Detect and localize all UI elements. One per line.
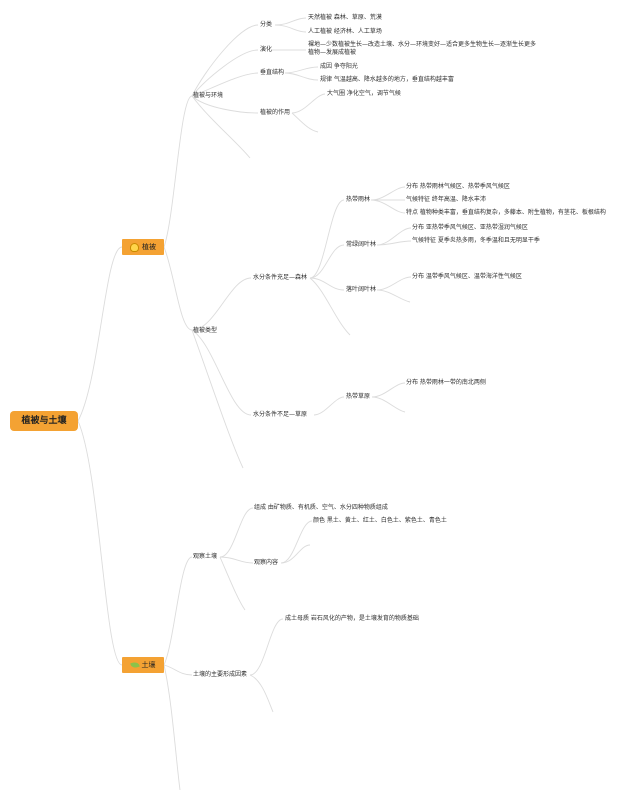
node-parent-material[interactable]: 成土母质 岩石风化的产物，是土壤发育的物质基础 xyxy=(285,615,419,622)
node-deciduous-dist[interactable]: 分布 温带季风气候区、温带海洋性气候区 xyxy=(412,273,522,280)
branch-soil-label: 土壤 xyxy=(141,661,156,669)
node-rainforest-dist[interactable]: 分布 热带雨林气候区、热带季风气候区 xyxy=(406,183,510,190)
node-artificial-vegetation[interactable]: 人工植被 经济林、人工草场 xyxy=(308,28,382,35)
node-evolution-text[interactable]: 裸地—少数植被生长—改造土壤、水分—环境变好—适合更多生物生长—逐渐生长更多植物… xyxy=(308,41,537,56)
node-grassland[interactable]: 水分条件不足—草原 xyxy=(253,411,308,418)
node-vegetation-function[interactable]: 植被的作用 xyxy=(260,109,291,116)
node-savanna-dist[interactable]: 分布 热带雨林一带的南北两侧 xyxy=(406,379,486,386)
node-rainforest[interactable]: 热带雨林 xyxy=(346,196,371,203)
lightbulb-icon xyxy=(130,242,139,252)
node-rainforest-climate[interactable]: 气候特征 终年高温、降水丰沛 xyxy=(406,196,486,203)
node-soil-factors[interactable]: 土壤的主要形成因素 xyxy=(193,671,248,678)
node-forest[interactable]: 水分条件充足—森林 xyxy=(253,274,308,281)
node-vegetation-types[interactable]: 植被类型 xyxy=(193,327,218,334)
node-vertical-structure[interactable]: 垂直结构 xyxy=(260,69,285,76)
node-vegetation-env[interactable]: 植被与环境 xyxy=(193,92,224,99)
node-soil-composition[interactable]: 组成 由矿物质、有机质、空气、水分四种物质组成 xyxy=(254,504,388,511)
node-evergreen-climate[interactable]: 气候特征 夏季炎热多雨，冬季温和且无明显干季 xyxy=(412,237,540,244)
leaf-icon xyxy=(129,660,140,670)
branch-vegetation-label: 植被 xyxy=(142,243,156,251)
node-observe-soil[interactable]: 观察土壤 xyxy=(193,553,218,560)
node-rainforest-feature[interactable]: 特点 植物种类丰富，垂直结构复杂，多藤本、附生植物，有茎花、板根结构 xyxy=(406,209,606,216)
node-evergreen-dist[interactable]: 分布 亚热带季风气候区、亚热带湿润气候区 xyxy=(412,224,528,231)
root-node[interactable]: 植被与土壤 xyxy=(10,411,78,431)
node-observe-content[interactable]: 观察内容 xyxy=(254,559,279,566)
node-soil-color[interactable]: 颜色 黑土、黄土、红土、白色土、紫色土、青色土 xyxy=(313,517,447,524)
node-savanna[interactable]: 热带草原 xyxy=(346,393,371,400)
branch-vegetation[interactable]: 植被 xyxy=(122,239,164,255)
node-natural-vegetation[interactable]: 天然植被 森林、草原、荒漠 xyxy=(308,14,382,21)
node-function-text[interactable]: 大气圈 净化空气，调节气候 xyxy=(327,90,401,97)
node-evolution[interactable]: 演化 xyxy=(260,46,273,53)
node-structure-rule[interactable]: 规律 气温越高、降水越多的地方，垂直结构越丰富 xyxy=(320,76,454,83)
node-deciduous-forest[interactable]: 落叶阔叶林 xyxy=(346,286,377,293)
branch-soil[interactable]: 土壤 xyxy=(122,657,164,673)
node-evergreen-forest[interactable]: 常绿阔叶林 xyxy=(346,241,377,248)
node-structure-cause[interactable]: 成因 争夺阳光 xyxy=(320,63,358,70)
node-classify[interactable]: 分类 xyxy=(260,21,273,28)
